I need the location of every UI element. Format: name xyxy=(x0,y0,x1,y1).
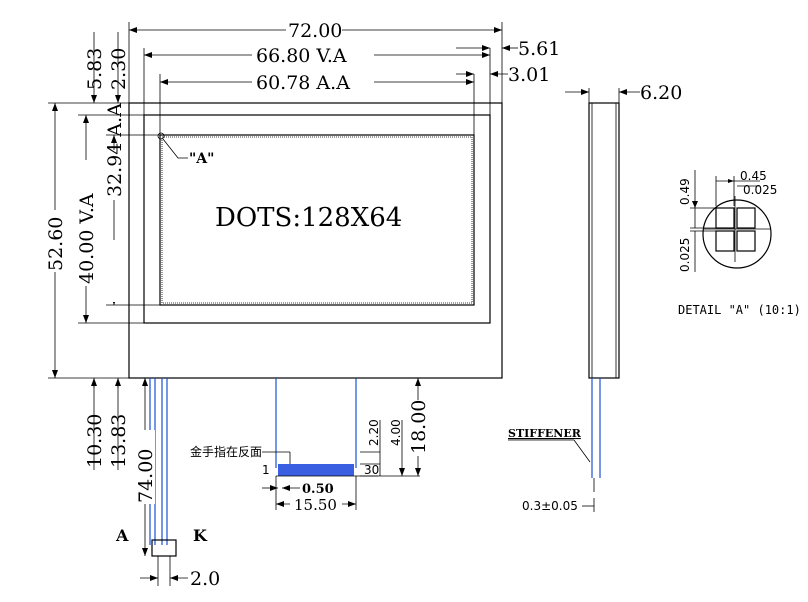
dim-1800: 18.00 xyxy=(408,400,430,454)
dim-height: 52.60 xyxy=(45,217,67,271)
dots-label: DOTS:128X64 xyxy=(215,203,402,233)
top-dimensions: 72.00 66.80 V.A 60.78 A.A 5.61 3.01 xyxy=(128,20,560,135)
dim-va-width: 66.80 V.A xyxy=(256,45,347,67)
dim-050: 0.50 xyxy=(302,482,334,497)
dim-0025-top: 0.025 xyxy=(743,183,777,197)
gold-fingers xyxy=(278,464,354,476)
dim-400: 4.00 xyxy=(389,419,403,446)
pin-first-label: 1 xyxy=(262,463,270,477)
dim-220: 2.20 xyxy=(367,419,381,446)
detail-a: 0.45 0.025 0.49 0.025 DETAIL "A" (10:1) xyxy=(678,169,801,317)
stiffener-thickness: 0.3±0.05 xyxy=(522,499,578,513)
backlight-leads: 2.0 A K 10.30 13.83 74.00 xyxy=(84,378,220,590)
dim-width: 72.00 xyxy=(288,20,342,42)
dim-right-va-offset: 5.61 xyxy=(518,38,560,60)
dim-lead-pitch: 2.0 xyxy=(190,568,220,590)
active-area-outline xyxy=(159,134,475,306)
lead-connector xyxy=(151,539,177,557)
pin-last-label: 30 xyxy=(364,463,379,477)
detail-a-marker xyxy=(157,132,165,140)
dim-1550: 15.50 xyxy=(294,496,337,514)
dim-1383: 13.83 xyxy=(108,414,130,468)
lead-a-label: A xyxy=(115,526,129,545)
side-view: 6.20 STIFFENER 0.3±0.05 xyxy=(508,82,682,513)
dim-045: 0.45 xyxy=(740,169,767,183)
viewing-area-outline xyxy=(143,114,491,324)
dim-aa-height-label: 32.94 A.A xyxy=(104,103,126,197)
dim-left-aa-offset: 2.30 xyxy=(108,48,130,90)
left-dimensions: 52.60 40.00 V.A 32.94 A.A 5.83 2.30 xyxy=(45,32,160,379)
dim-0025-left: 0.025 xyxy=(678,238,692,272)
point-a-label: "A" xyxy=(189,151,214,167)
stiffener-label: STIFFENER xyxy=(508,427,582,440)
lead-k-label: K xyxy=(193,526,208,545)
gold-finger-note: 金手指在反面 xyxy=(190,444,262,459)
dim-7400: 74.00 xyxy=(135,449,157,503)
detail-a-caption: DETAIL "A" (10:1) xyxy=(678,303,801,317)
dim-va-height: 40.00 V.A xyxy=(76,193,98,284)
dim-aa-width: 60.78 A.A xyxy=(256,72,350,94)
active-area-inner xyxy=(161,136,473,304)
side-outline xyxy=(588,102,620,379)
dim-1030: 10.30 xyxy=(84,414,106,468)
dim-thickness: 6.20 xyxy=(640,82,682,104)
module-outline xyxy=(128,102,503,379)
front-view: DOTS:128X64 "A" xyxy=(128,102,503,379)
detail-a-circle xyxy=(702,199,772,269)
fpc-tail: 1 30 金手指在反面 0.50 15.50 2.20 4.00 xyxy=(190,377,430,514)
dim-left-va-offset: 5.83 xyxy=(84,48,106,90)
dim-right-aa-offset: 3.01 xyxy=(508,64,550,86)
dim-049: 0.49 xyxy=(678,178,692,205)
